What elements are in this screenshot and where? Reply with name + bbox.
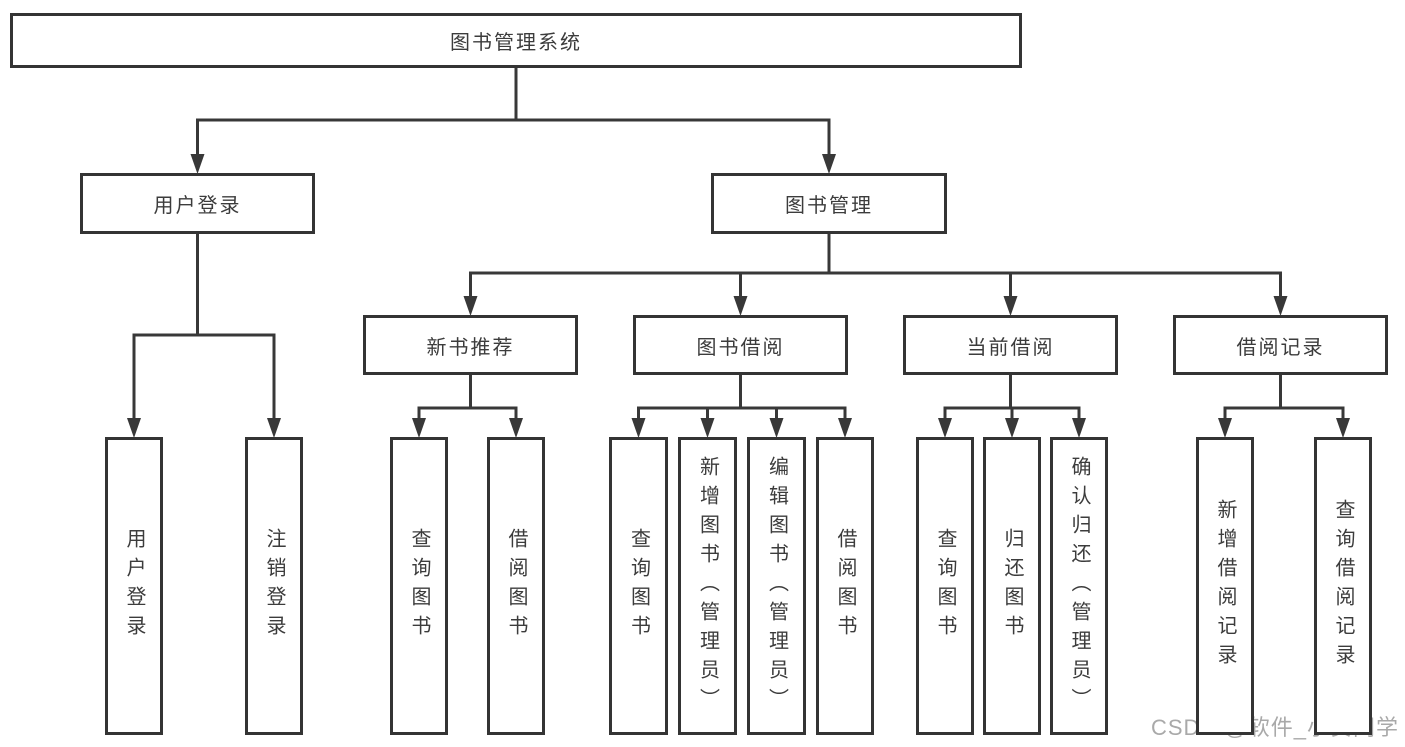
arrowhead-icon [733,296,748,316]
node-label-leaf-query-book-1: 查询图书 [408,528,430,644]
node-label-user-login: 用户登录 [153,195,242,217]
node-leaf-user-login: 用户登录 [105,437,163,735]
node-label-new-book-rec: 新书推荐 [426,336,515,359]
node-new-book-rec: 新书推荐 [363,315,578,375]
arrowhead-icon [1218,418,1232,438]
node-leaf-return-book: 归还图书 [983,437,1041,735]
arrowhead-icon [1072,418,1086,438]
node-book-mgmt: 图书管理 [711,173,947,234]
arrowhead-icon [190,154,205,174]
node-label-leaf-query-book-2: 查询图书 [627,528,650,644]
arrowhead-icon [700,418,715,438]
arrowhead-icon [267,418,281,438]
node-leaf-add-record: 新增借阅记录 [1196,437,1254,735]
node-user-login: 用户登录 [80,173,315,234]
node-leaf-query-book-2: 查询图书 [609,437,668,735]
node-root: 图书管理系统 [10,13,1022,68]
node-label-leaf-confirm-return: 确认归还（管理员） [1068,455,1090,717]
node-label-current-borrow: 当前借阅 [966,336,1055,359]
node-leaf-logout: 注销登录 [245,437,303,735]
node-leaf-edit-book: 编辑图书（管理员） [747,437,806,735]
arrowhead-icon [412,418,426,438]
node-leaf-borrow-book-2: 借阅图书 [816,437,874,735]
node-current-borrow: 当前借阅 [903,315,1118,375]
arrowhead-icon [1005,418,1019,438]
node-label-leaf-borrow-book-1: 借阅图书 [505,528,527,644]
arrowhead-icon [463,296,478,316]
node-leaf-query-record: 查询借阅记录 [1314,437,1372,735]
arrowhead-icon [127,418,141,438]
node-leaf-add-book: 新增图书（管理员） [678,437,737,735]
arrowhead-icon [838,418,852,438]
node-label-leaf-edit-book: 编辑图书（管理员） [765,455,788,717]
node-label-book-borrow: 图书借阅 [696,336,785,359]
node-label-leaf-add-book: 新增图书（管理员） [696,455,719,717]
node-label-leaf-borrow-book-2: 借阅图书 [834,528,856,644]
arrowhead-icon [769,418,784,438]
node-label-leaf-query-book-3: 查询图书 [934,528,956,644]
node-label-root: 图书管理系统 [450,32,582,54]
node-label-borrow-record: 借阅记录 [1236,336,1325,359]
arrowhead-icon [1336,418,1350,438]
arrowhead-icon [822,154,836,174]
node-leaf-query-book-1: 查询图书 [390,437,448,735]
arrowhead-icon [631,418,646,438]
node-leaf-confirm-return: 确认归还（管理员） [1050,437,1108,735]
node-label-book-mgmt: 图书管理 [785,195,873,217]
node-leaf-borrow-book-1: 借阅图书 [487,437,545,735]
arrowhead-icon [1273,296,1288,316]
arrowhead-icon [938,418,952,438]
node-label-leaf-query-record: 查询借阅记录 [1332,499,1354,673]
node-label-leaf-logout: 注销登录 [263,528,285,644]
node-leaf-query-book-3: 查询图书 [916,437,974,735]
node-label-leaf-user-login: 用户登录 [123,528,145,644]
node-book-borrow: 图书借阅 [633,315,848,375]
node-borrow-record: 借阅记录 [1173,315,1388,375]
node-label-leaf-return-book: 归还图书 [1001,528,1023,644]
arrowhead-icon [509,418,523,438]
node-label-leaf-add-record: 新增借阅记录 [1214,499,1236,673]
arrowhead-icon [1003,296,1018,316]
